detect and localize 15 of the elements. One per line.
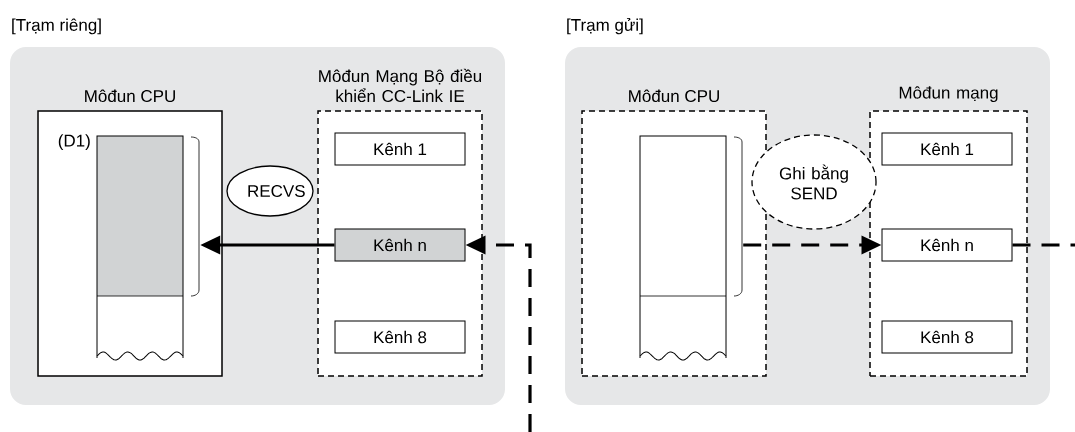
node-label: [Trạm gửi] [567, 17, 643, 35]
channel-box: Kênh 1 [881, 132, 1013, 166]
memory-block [96, 135, 200, 361]
node-label: Môđun CPU [85, 89, 175, 103]
channel-box: Kênh 8 [881, 320, 1013, 354]
node-label: Môđun mạng [899, 86, 998, 103]
memory-block [639, 135, 743, 361]
node-label: Môđun CPU [629, 89, 719, 103]
node-label: [Trạm riêng] [12, 18, 101, 35]
channel-box: Kênh n [881, 228, 1013, 262]
channel-box: Kênh 8 [334, 320, 466, 354]
channel-box: Kênh 1 [334, 132, 466, 166]
channel-box: Kênh n [334, 228, 466, 262]
device-label: (D1) [58, 134, 90, 151]
node-label: Môđun Mạng Bộ điều khiển CC-Link IE [319, 68, 482, 103]
